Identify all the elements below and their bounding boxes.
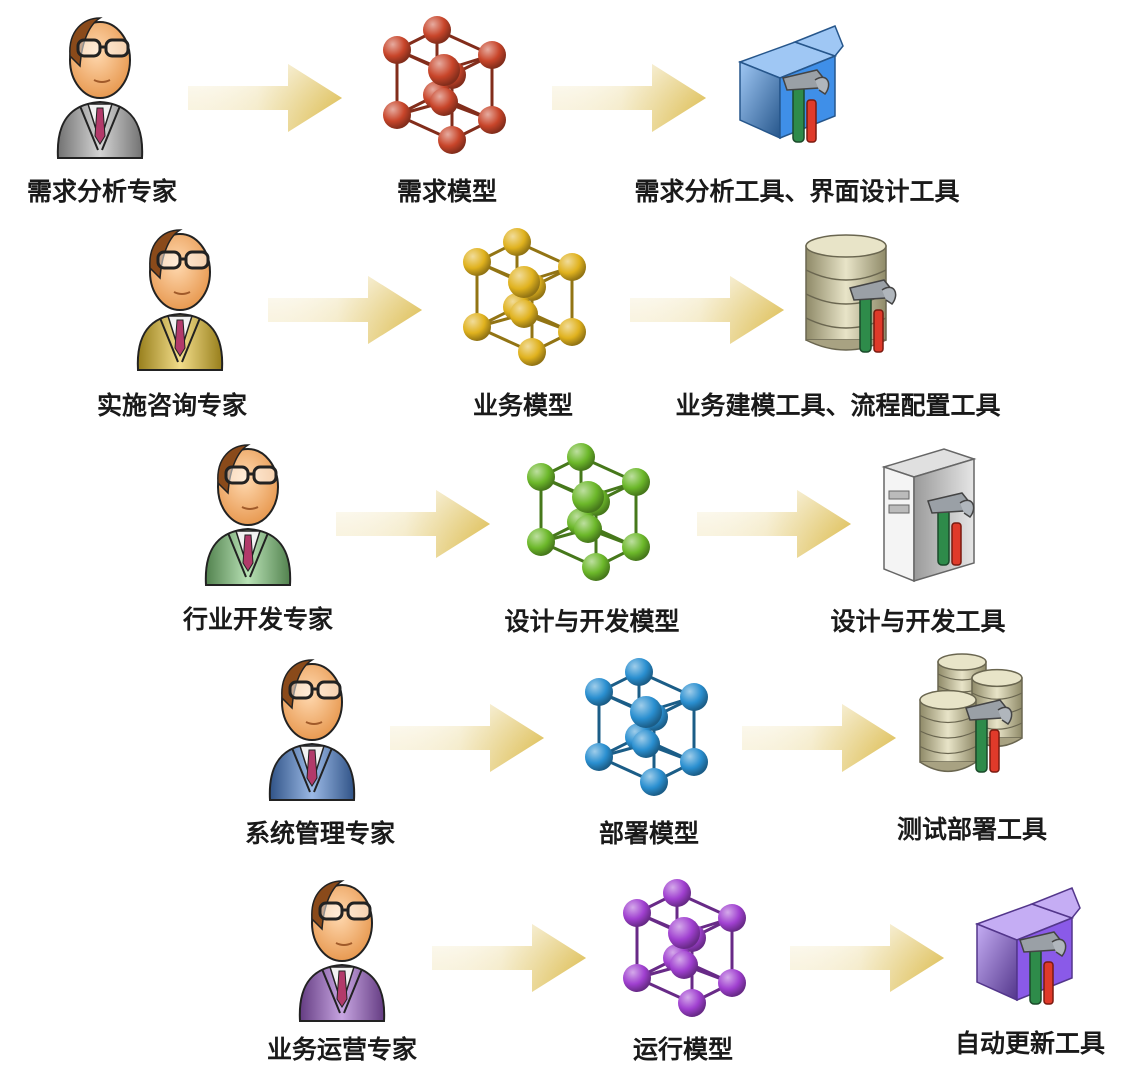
arrow-icon bbox=[552, 62, 708, 134]
expert-person-icon bbox=[198, 437, 298, 587]
arrow-icon bbox=[432, 922, 588, 994]
flow-row-business: 实施咨询专家 业务模型 bbox=[0, 0, 1126, 420]
flow-row-requirements: 需求分析专家 需求模型 bbox=[0, 0, 1126, 210]
purple-toolbox-icon bbox=[972, 884, 1082, 1009]
expert-person-icon bbox=[130, 222, 230, 372]
model-molecule-icon bbox=[452, 222, 602, 382]
expert-label: 系统管理专家 bbox=[244, 819, 396, 848]
arrow-icon bbox=[742, 702, 898, 774]
tool-label: 测试部署工具 bbox=[896, 815, 1048, 844]
database-tools-icon bbox=[802, 232, 912, 357]
tool-label: 业务建模工具、流程配置工具 bbox=[675, 391, 1001, 420]
server-tools-icon bbox=[880, 445, 990, 585]
tool-label: 自动更新工具 bbox=[954, 1029, 1106, 1058]
model-label: 设计与开发模型 bbox=[504, 607, 680, 636]
arrow-icon bbox=[790, 922, 946, 994]
database-stack-tools-icon bbox=[918, 652, 1028, 782]
arrow-icon bbox=[630, 274, 786, 346]
expert-person-icon bbox=[262, 652, 362, 802]
model-label: 运行模型 bbox=[632, 1035, 734, 1064]
model-label: 需求模型 bbox=[396, 177, 498, 206]
expert-person-icon bbox=[292, 873, 392, 1023]
flow-row-deployment: 系统管理专家 部署模型 bbox=[0, 0, 1126, 848]
tool-label: 设计与开发工具 bbox=[830, 607, 1006, 636]
model-molecule-icon bbox=[372, 10, 522, 170]
arrow-icon bbox=[268, 274, 424, 346]
model-molecule-icon bbox=[612, 873, 762, 1033]
arrow-icon bbox=[188, 62, 344, 134]
model-label: 业务模型 bbox=[472, 391, 574, 420]
expert-label: 业务运营专家 bbox=[266, 1035, 418, 1064]
expert-label: 需求分析专家 bbox=[26, 177, 178, 206]
arrow-icon bbox=[390, 702, 546, 774]
expert-person-icon bbox=[50, 10, 150, 160]
flow-row-development: 行业开发专家 设计与开发模型 bbox=[0, 0, 1126, 636]
tool-label: 需求分析工具、界面设计工具 bbox=[634, 177, 960, 206]
model-molecule-icon bbox=[516, 437, 666, 597]
model-molecule-icon bbox=[574, 652, 724, 812]
blue-toolbox-icon bbox=[735, 22, 845, 147]
model-label: 部署模型 bbox=[598, 819, 700, 848]
expert-label: 行业开发专家 bbox=[182, 605, 334, 634]
arrow-icon bbox=[336, 488, 492, 560]
arrow-icon bbox=[697, 488, 853, 560]
expert-label: 实施咨询专家 bbox=[96, 391, 248, 420]
